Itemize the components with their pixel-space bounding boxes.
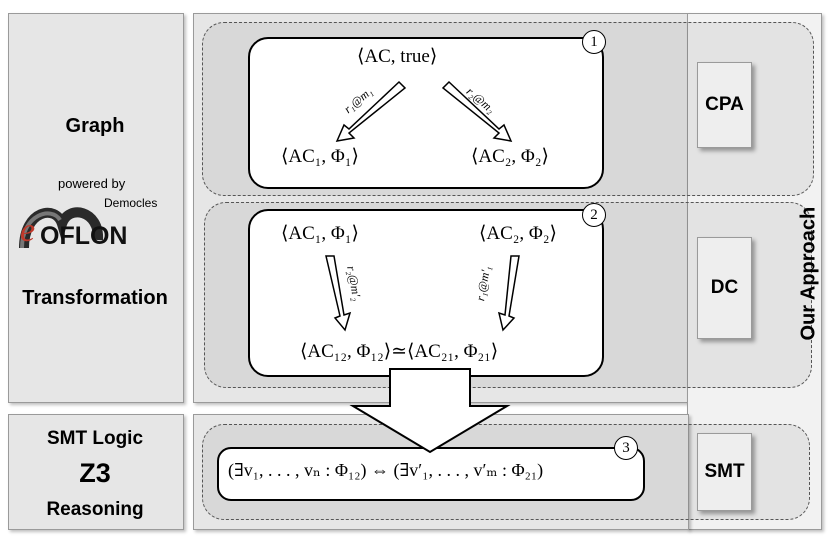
dc-left-state: ⟨AC₁, Φ₁⟩ — [281, 223, 359, 244]
democles-label: Democles — [104, 196, 158, 210]
smt-logic-label: SMT Logic — [46, 428, 144, 449]
powered-by-label: powered by — [58, 176, 126, 191]
large-down-arrow-icon — [349, 368, 511, 454]
reasoning-label: Reasoning — [46, 499, 144, 520]
z3-label: Z3 — [79, 458, 111, 488]
emoflon-arc-icon — [19, 207, 104, 249]
step-2-badge: 2 — [582, 203, 606, 227]
rule-arrow-icon — [441, 80, 513, 142]
rule-arrow-icon — [325, 255, 352, 332]
cpa-box — [248, 37, 604, 189]
step-1-badge: 1 — [582, 30, 606, 54]
dc-right-state: ⟨AC₂, Φ₂⟩ — [479, 223, 557, 244]
emoflon-logo: powered by Democles e OFLON — [18, 172, 178, 262]
step-3-badge: 3 — [614, 436, 638, 460]
cpa-tag: CPA — [697, 62, 752, 148]
graph-label: Graph — [65, 115, 125, 137]
smt-box — [217, 447, 645, 501]
cpa-left-state: ⟨AC₁, Φ₁⟩ — [281, 146, 359, 167]
smt-tag: SMT — [697, 433, 752, 511]
logo-e: e — [20, 212, 36, 249]
smt-left-panel — [8, 414, 184, 530]
cpa-initial-state: ⟨AC, true⟩ — [357, 46, 438, 67]
left-panel — [8, 13, 184, 403]
dc-joined-state: ⟨AC₁₂, Φ₁₂⟩≃⟨AC₂₁, Φ₂₁⟩ — [300, 341, 499, 362]
dc-box — [248, 209, 604, 377]
rule-arrow-icon — [497, 255, 520, 332]
dc-tag: DC — [697, 237, 752, 339]
logo-text: OFLON — [40, 222, 128, 250]
cpa-right-state: ⟨AC₂, Φ₂⟩ — [471, 146, 549, 167]
transformation-label: Transformation — [22, 287, 168, 309]
rule-arrow-icon — [335, 80, 407, 142]
smt-formula: (∃v₁, . . . , vₙ : Φ₁₂) ⇔ (∃v′₁, . . . ,… — [228, 460, 544, 480]
